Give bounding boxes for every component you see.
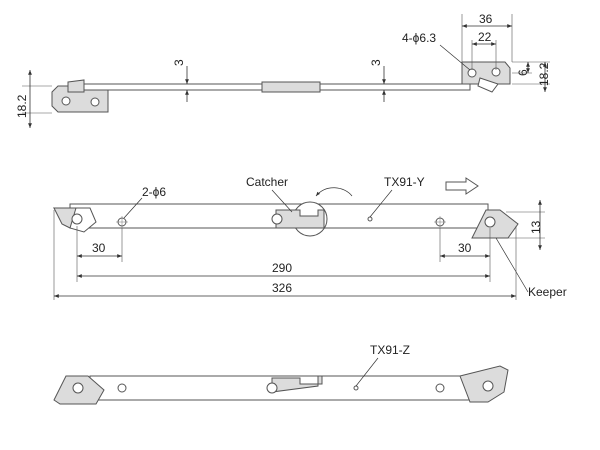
top-left-height-label: 18.2 (15, 94, 29, 118)
middle-rotation-arrow (315, 187, 353, 197)
middle-keeper-label: Keeper (528, 285, 567, 299)
middle-view: 13 Catcher TX91-Y Keeper 2-ϕ6 30 30 290 … (52, 175, 567, 300)
middle-keeper-pivot-hole (484, 216, 496, 228)
bottom-model-label: TX91-Z (370, 343, 410, 357)
middle-catcher-leader (271, 189, 293, 213)
middle-left-pivot-hole (71, 213, 83, 225)
middle-left-30-label: 30 (92, 241, 106, 255)
middle-catcher-body (275, 209, 325, 229)
bottom-keeper-pivot-hole (482, 380, 494, 392)
middle-right-30-label: 30 (458, 241, 472, 255)
bottom-left-hole (117, 383, 127, 393)
top-right-bracket (461, 61, 511, 85)
top-height-6-label: 6 (516, 69, 530, 76)
middle-290-label: 290 (272, 261, 292, 275)
top-left-pivot (67, 79, 85, 93)
middle-keeper-height-label: 13 (529, 220, 543, 234)
bottom-model-leader (355, 357, 379, 387)
top-hole-callout: 4-ϕ6.3 (402, 31, 436, 45)
middle-model-label: TX91-Y (384, 175, 425, 189)
middle-326-label: 326 (272, 281, 292, 295)
top-height-right-label: 18.2 (537, 62, 551, 86)
middle-keeper-leader (495, 237, 529, 293)
top-left-bracket-hole-2 (90, 97, 100, 107)
top-thickness-label-right: 3 (369, 59, 383, 66)
bottom-center-hole (353, 385, 359, 391)
top-hole-callout-leader (439, 44, 471, 71)
middle-direction-arrow (445, 177, 479, 195)
middle-model-leader (369, 189, 393, 218)
bottom-catcher-hole (266, 382, 278, 394)
top-width-36-label: 36 (479, 12, 493, 26)
top-right-pivot (477, 77, 499, 93)
middle-hole-callout-leader (123, 197, 143, 219)
bottom-view: TX91-Z (53, 343, 509, 405)
top-width-22-label: 22 (478, 30, 492, 44)
bottom-right-hole (435, 383, 445, 393)
middle-catcher-hole (271, 213, 283, 225)
middle-center-hole (367, 216, 373, 222)
middle-catcher-label: Catcher (246, 175, 288, 189)
bottom-catcher-body (271, 375, 323, 393)
top-middle-slider (261, 81, 321, 93)
top-left-bracket-hole-1 (61, 96, 71, 106)
middle-hole-callout: 2-ϕ6 (142, 185, 166, 199)
top-view: 18.2 3 3 36 22 4-ϕ6.3 6 18.2 (15, 12, 551, 128)
top-thickness-label-left: 3 (172, 59, 186, 66)
middle-left-notch (53, 207, 77, 229)
bottom-left-pivot-hole (72, 382, 84, 394)
top-right-bracket-hole-1 (467, 68, 477, 78)
